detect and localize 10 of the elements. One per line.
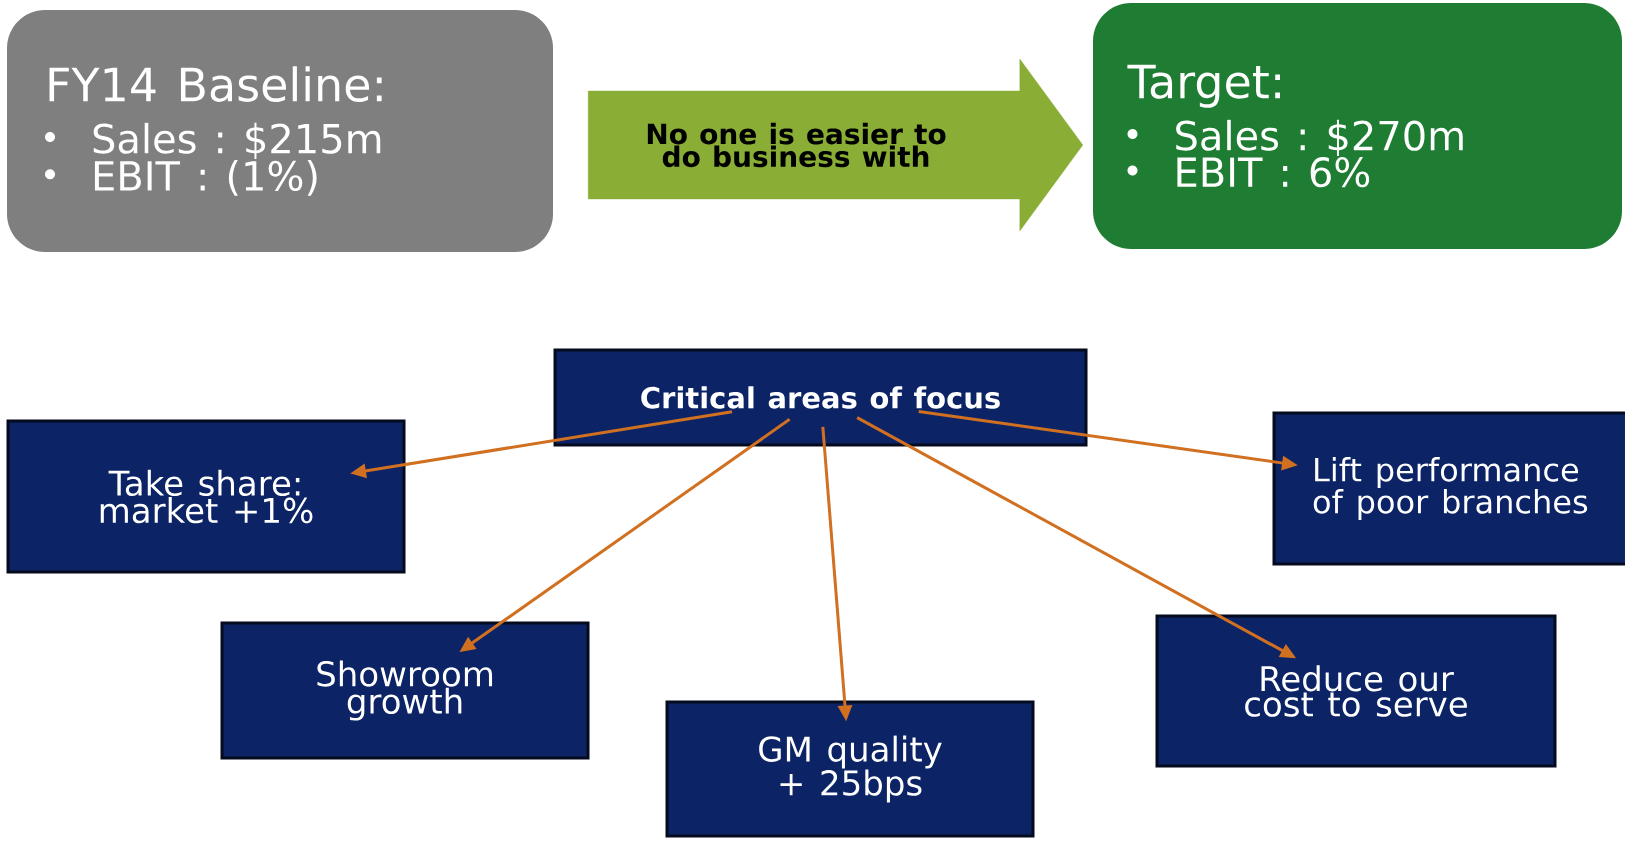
heading-box: Critical areas of focus bbox=[553, 348, 1088, 447]
edge-label: No one is easier to do business with bbox=[647, 122, 946, 168]
focus-box: GM quality + 25bps bbox=[665, 700, 1035, 838]
focus-box: Lift performance of poor branches bbox=[1272, 411, 1625, 566]
focus-box: Take share: market +1% bbox=[6, 419, 406, 574]
focus-box: Showroom growth bbox=[220, 621, 590, 760]
target-box: Target: Sales : $270m EBIT : 6% bbox=[1093, 3, 1622, 249]
baseline-box: FY14 Baseline: Sales : $215m EBIT : (1%) bbox=[7, 10, 553, 252]
block-arrow bbox=[588, 58, 1083, 232]
focus-box: Reduce our cost to serve bbox=[1155, 614, 1557, 768]
